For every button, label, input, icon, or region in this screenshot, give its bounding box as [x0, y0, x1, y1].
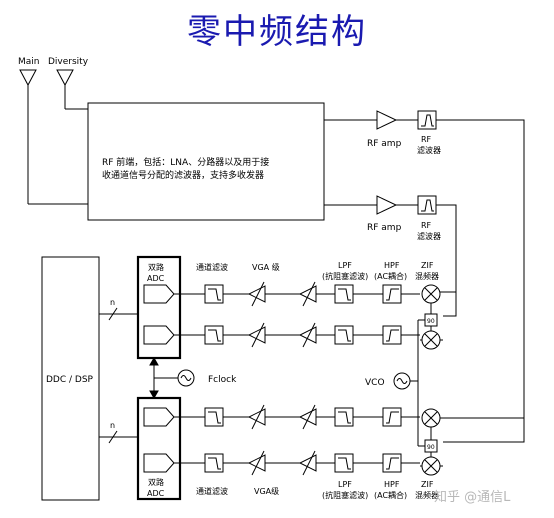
- adc-top-label-2: ADC: [147, 274, 165, 283]
- bus-width-top: n: [110, 298, 115, 307]
- rf-frontend-text-line2: 收通道信号分配的滤波器，支持多收发器: [102, 169, 264, 181]
- rf-amp-label-1: RF amp: [367, 139, 402, 149]
- label-channel-filter-bottom: 通道滤波: [196, 486, 228, 496]
- bus-width-bottom: n: [110, 421, 115, 430]
- dual-adc-bottom: [136, 396, 182, 501]
- label-zif-top-2: 混频器: [415, 271, 439, 281]
- label-hpf-top-1: HPF: [384, 261, 400, 270]
- adc-bottom-label-2: ADC: [147, 489, 165, 498]
- vga-stages: [247, 281, 317, 476]
- label-zif-top-1: ZIF: [421, 261, 434, 270]
- label-zif-bottom-1: ZIF: [421, 480, 434, 489]
- main-antenna-label: Main: [18, 57, 40, 67]
- label-lpf-bottom-1: LPF: [338, 480, 352, 489]
- label-zif-bottom-2: 混频器: [415, 490, 439, 500]
- label-channel-filter-top: 通道滤波: [196, 262, 228, 272]
- phase-label-top: 90: [427, 318, 435, 325]
- label-hpf-bottom-2: (AC耦合): [374, 490, 407, 500]
- rf-amp-icon-1: [376, 110, 398, 130]
- rf-filter-label-1a: RF: [421, 135, 432, 144]
- rf-amp-label-2: RF amp: [367, 223, 402, 233]
- page-title: 零中频结构: [187, 12, 367, 52]
- rf-filter-label-1b: 滤波器: [417, 145, 441, 155]
- rf-frontend-box: [87, 102, 325, 221]
- watermark: 知乎 @通信L: [434, 490, 511, 505]
- label-lpf-top-2: (抗阻塞滤波): [322, 271, 368, 281]
- channel-filters: [204, 284, 224, 473]
- label-lpf-bottom-2: (抗阻塞滤波): [322, 490, 368, 500]
- ddc-dsp-label: DDC / DSP: [46, 375, 94, 385]
- rf-filter-label-2b: 滤波器: [417, 231, 441, 241]
- diversity-antenna: [56, 69, 74, 109]
- label-lpf-top-1: LPF: [338, 261, 352, 270]
- adc-bottom-label-1: 双路: [148, 477, 164, 487]
- label-hpf-top-2: (AC耦合): [374, 271, 407, 281]
- label-vga-top: VGA 级: [252, 262, 280, 272]
- vco-label: VCO: [365, 378, 385, 388]
- phase-label-bottom: 90: [427, 444, 435, 451]
- rf-frontend-text-line1: RF 前端，包括：LNA、分路器以及用于接: [102, 156, 269, 168]
- label-vga-bottom: VGA级: [254, 486, 279, 496]
- diversity-antenna-label: Diversity: [48, 57, 89, 67]
- hpf-filters: [382, 284, 402, 473]
- rf-amp-icon-2: [376, 195, 398, 215]
- main-antenna: [19, 69, 37, 204]
- label-hpf-bottom-1: HPF: [384, 480, 400, 489]
- lpf-filters: [334, 284, 354, 473]
- fclock-label: Fclock: [208, 375, 237, 385]
- ddc-dsp-box: [41, 256, 100, 501]
- adc-top-label-1: 双路: [148, 262, 164, 272]
- rf-filter-label-2a: RF: [421, 221, 432, 230]
